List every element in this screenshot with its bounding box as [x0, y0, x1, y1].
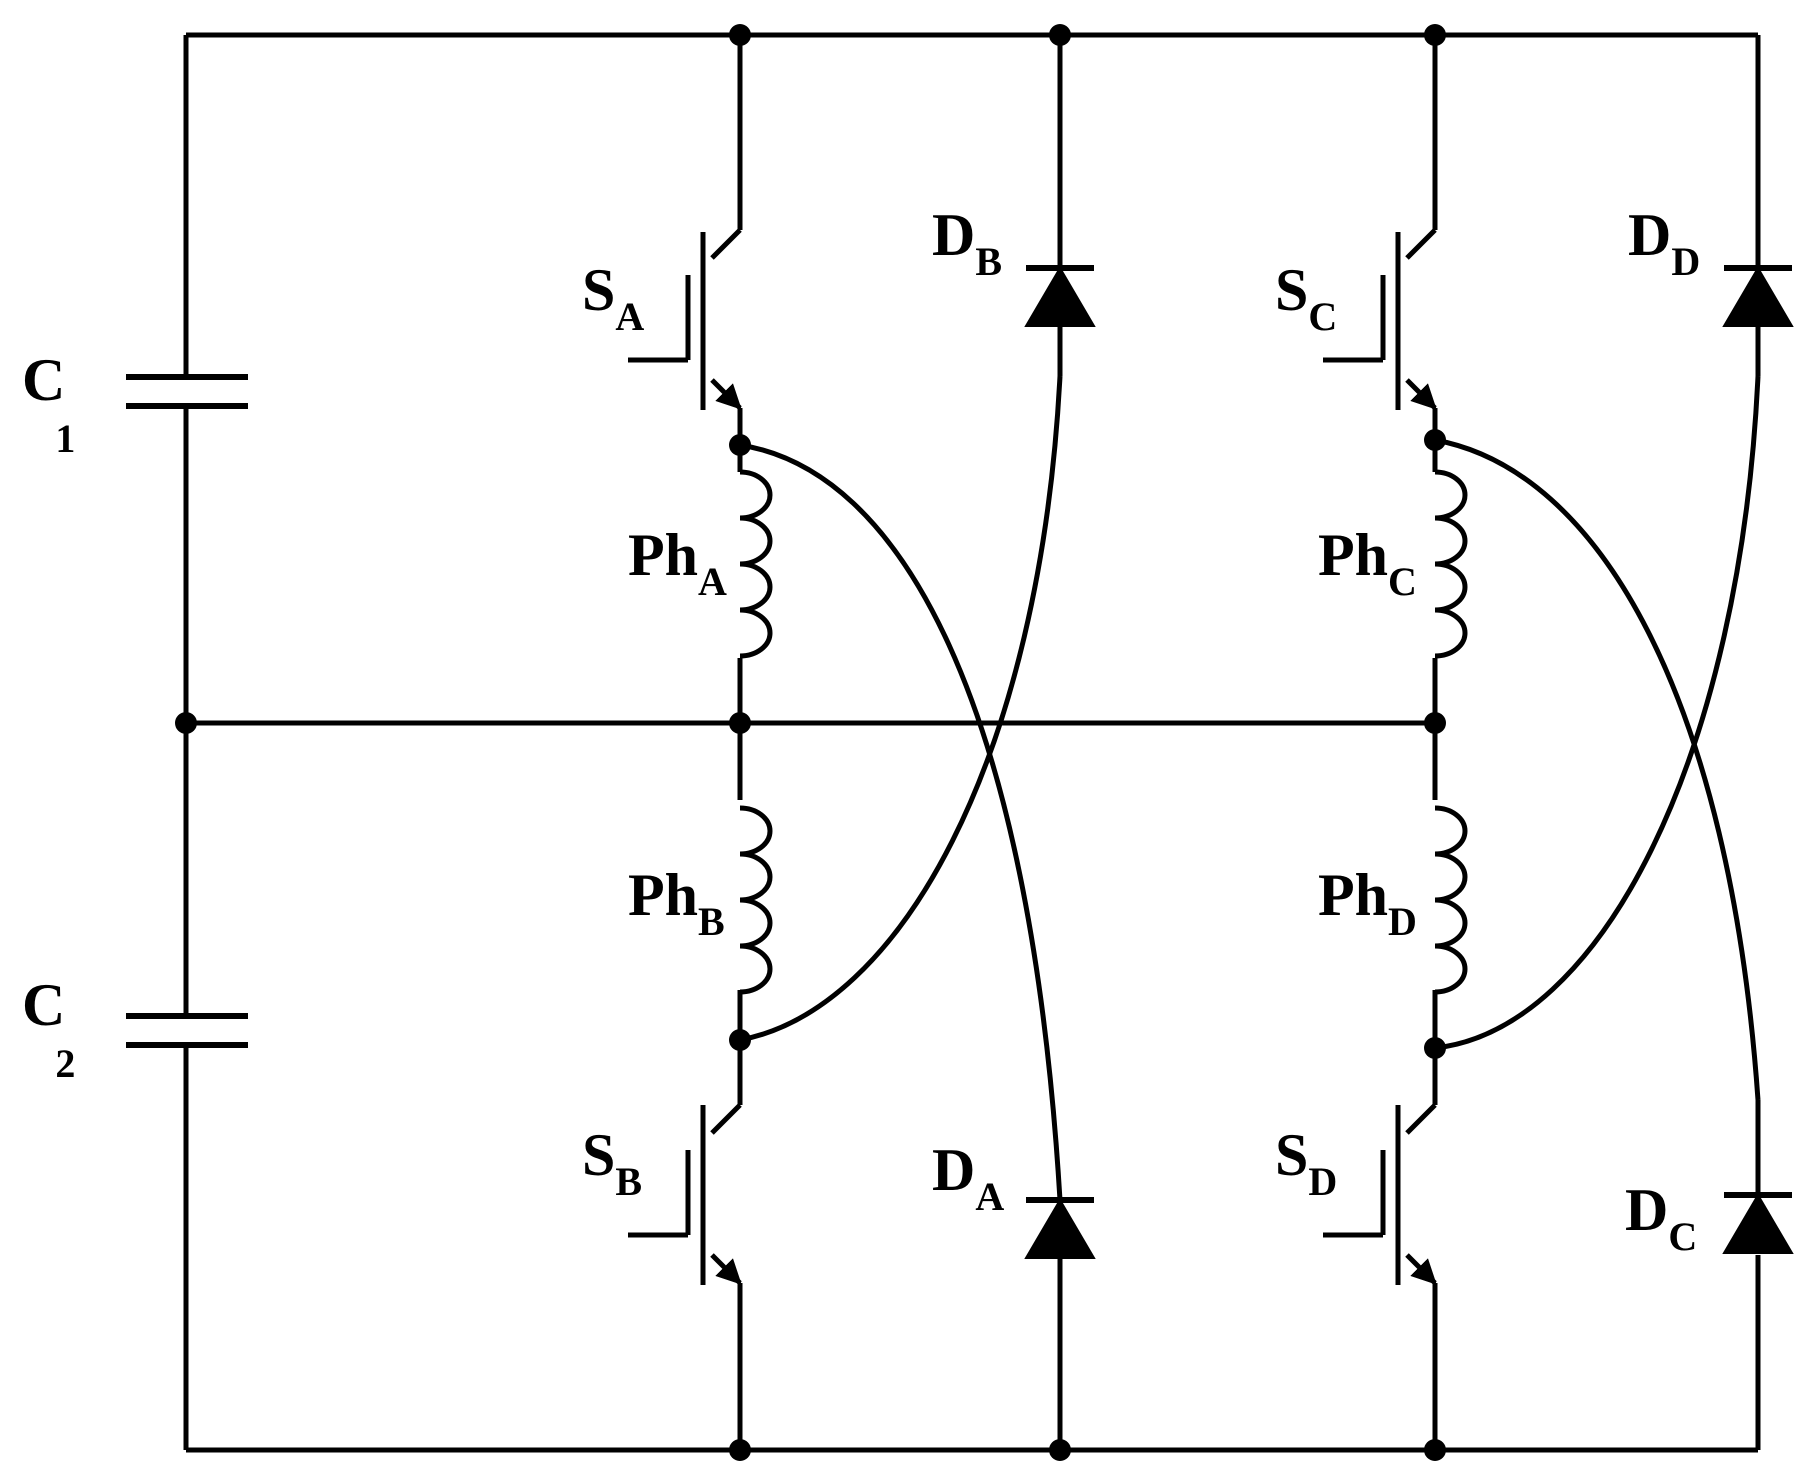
- diode-dc: [1722, 1192, 1794, 1254]
- transistor-sa: [628, 232, 742, 410]
- transistor-sc: [1323, 232, 1437, 410]
- inductor-phd: [1434, 805, 1468, 995]
- label-sd: SD: [1275, 1122, 1337, 1204]
- left-leg: [710, 35, 743, 1450]
- label-dc: DC: [1625, 1177, 1697, 1259]
- curve-phc-dc: [1434, 437, 1761, 1101]
- label-da: DA: [932, 1137, 1004, 1219]
- transistor-sd: [1323, 1105, 1437, 1285]
- curve-phb-db: [739, 375, 1063, 1043]
- diode-da: [1024, 1197, 1096, 1259]
- label-sc: SC: [1275, 257, 1337, 339]
- label-db: DB: [932, 202, 1002, 284]
- junction-nodes: [175, 24, 1446, 1461]
- curve-phd-dd: [1434, 375, 1761, 1051]
- inductor-pha: [739, 469, 773, 659]
- curve-pha-da: [739, 442, 1063, 1201]
- capacitor-c2: [126, 1013, 248, 1048]
- label-sb: SB: [582, 1122, 642, 1204]
- label-pha: PhA: [628, 522, 727, 604]
- cross-connections: [739, 375, 1761, 1201]
- inductor-phc: [1434, 469, 1468, 659]
- capacitor-c1: [126, 374, 248, 409]
- inductor-phb: [739, 805, 773, 995]
- diode-db: [1024, 265, 1096, 327]
- transistor-sb: [628, 1105, 742, 1285]
- label-phd: PhD: [1318, 862, 1417, 944]
- label-phc: PhC: [1318, 522, 1417, 604]
- diode-dd: [1722, 265, 1794, 327]
- label-dd: DD: [1628, 202, 1700, 284]
- label-sa: SA: [582, 257, 644, 339]
- label-phb: PhB: [628, 862, 725, 944]
- bus-wires: [183, 32, 1761, 1453]
- right-leg: [1405, 35, 1438, 1450]
